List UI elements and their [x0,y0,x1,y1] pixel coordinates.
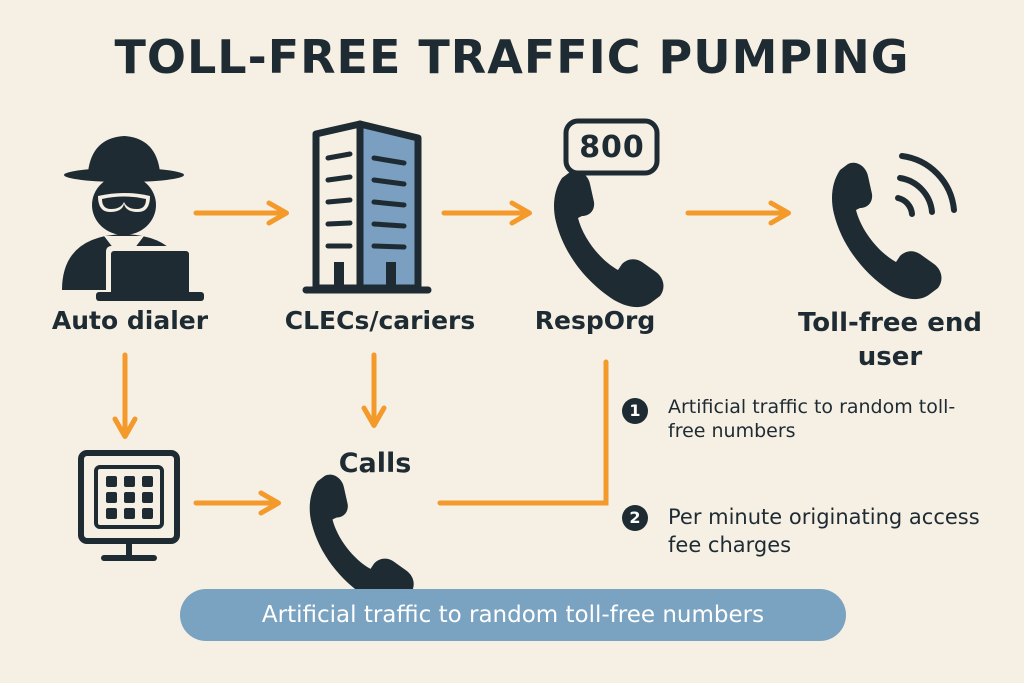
badge-800 [563,118,660,176]
office-building-icon [302,120,432,294]
label-calls: Calls [338,448,412,479]
line-calls-to-resporg [437,359,609,506]
note-1-text: Artificial traffic to random toll-free n… [668,396,956,442]
label-auto-dialer: Auto dialer [51,306,209,335]
note-2-number: 2 [622,505,648,531]
note-2-text: Per minute originating access fee charge… [668,505,980,557]
label-toll-free-end-user: Toll-free end user [798,308,982,372]
page-title: TOLL-FREE TRAFFIC PUMPING [114,30,910,84]
ringing-phone-icon [832,153,957,300]
label-resporg: RespOrg [534,306,656,335]
badge-800-text: 800 [579,130,645,165]
label-clecs: CLECs/cariers [284,306,476,335]
phone-handset-icon [554,170,664,308]
hacker-with-laptop-icon [62,136,204,301]
note-1-number: 1 [622,398,648,424]
summary-banner-text: Artificial traffic to random toll-free n… [261,602,765,628]
summary-banner: Artificial traffic to random toll-free n… [180,589,846,641]
keypad-monitor-icon [78,450,180,561]
calls-phone-icon [309,474,414,605]
